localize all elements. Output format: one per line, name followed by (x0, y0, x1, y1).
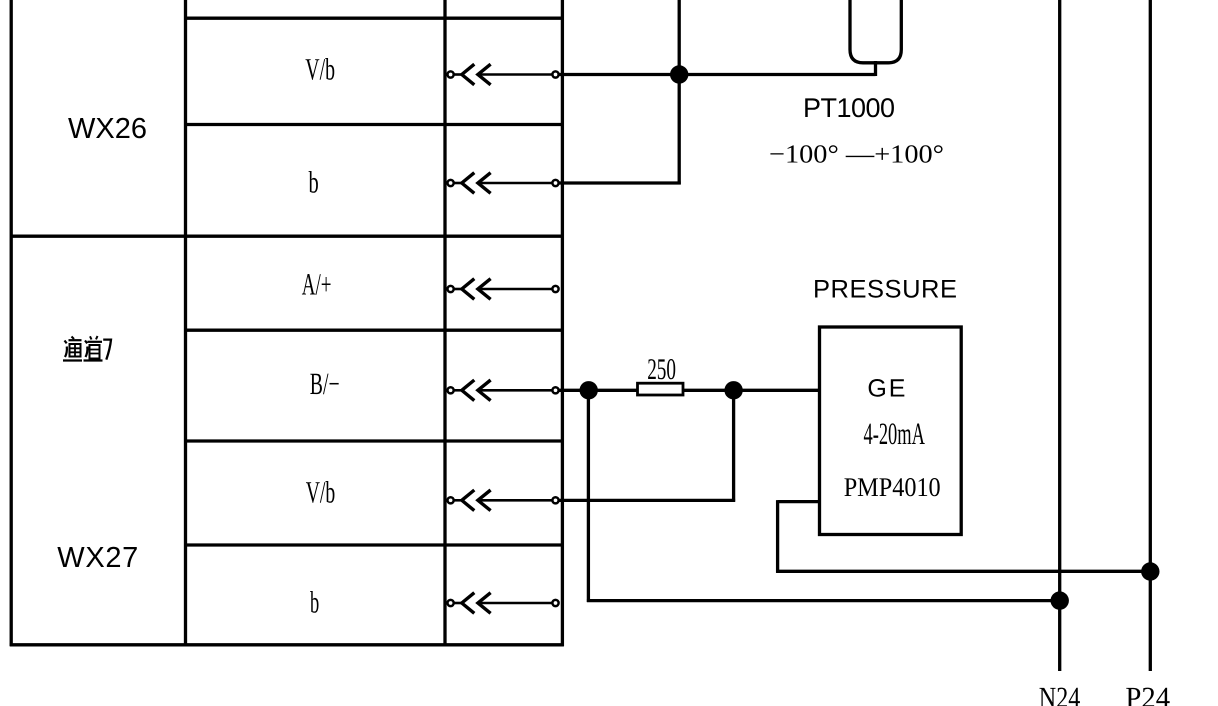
svg-text:250: 250 (647, 353, 676, 386)
svg-text:PRESSURE: PRESSURE (813, 276, 957, 304)
svg-text:PT1000: PT1000 (803, 93, 895, 123)
svg-text:GE: GE (867, 375, 905, 403)
svg-text:b: b (310, 585, 319, 620)
svg-text:V/b: V/b (305, 52, 335, 87)
svg-text:V/b: V/b (306, 475, 336, 510)
svg-text:WX27: WX27 (57, 542, 138, 574)
svg-text:A/+: A/+ (302, 267, 332, 302)
svg-text:P24: P24 (1125, 682, 1170, 706)
svg-text:WX26: WX26 (68, 113, 147, 145)
svg-text:B/−: B/− (310, 366, 340, 401)
svg-text:4-20mA: 4-20mA (864, 416, 926, 451)
svg-text:b: b (309, 165, 319, 200)
svg-text:N24: N24 (1039, 682, 1081, 706)
svg-text:−100° —+100°: −100° —+100° (769, 140, 944, 169)
svg-text:PMP4010: PMP4010 (844, 472, 941, 502)
